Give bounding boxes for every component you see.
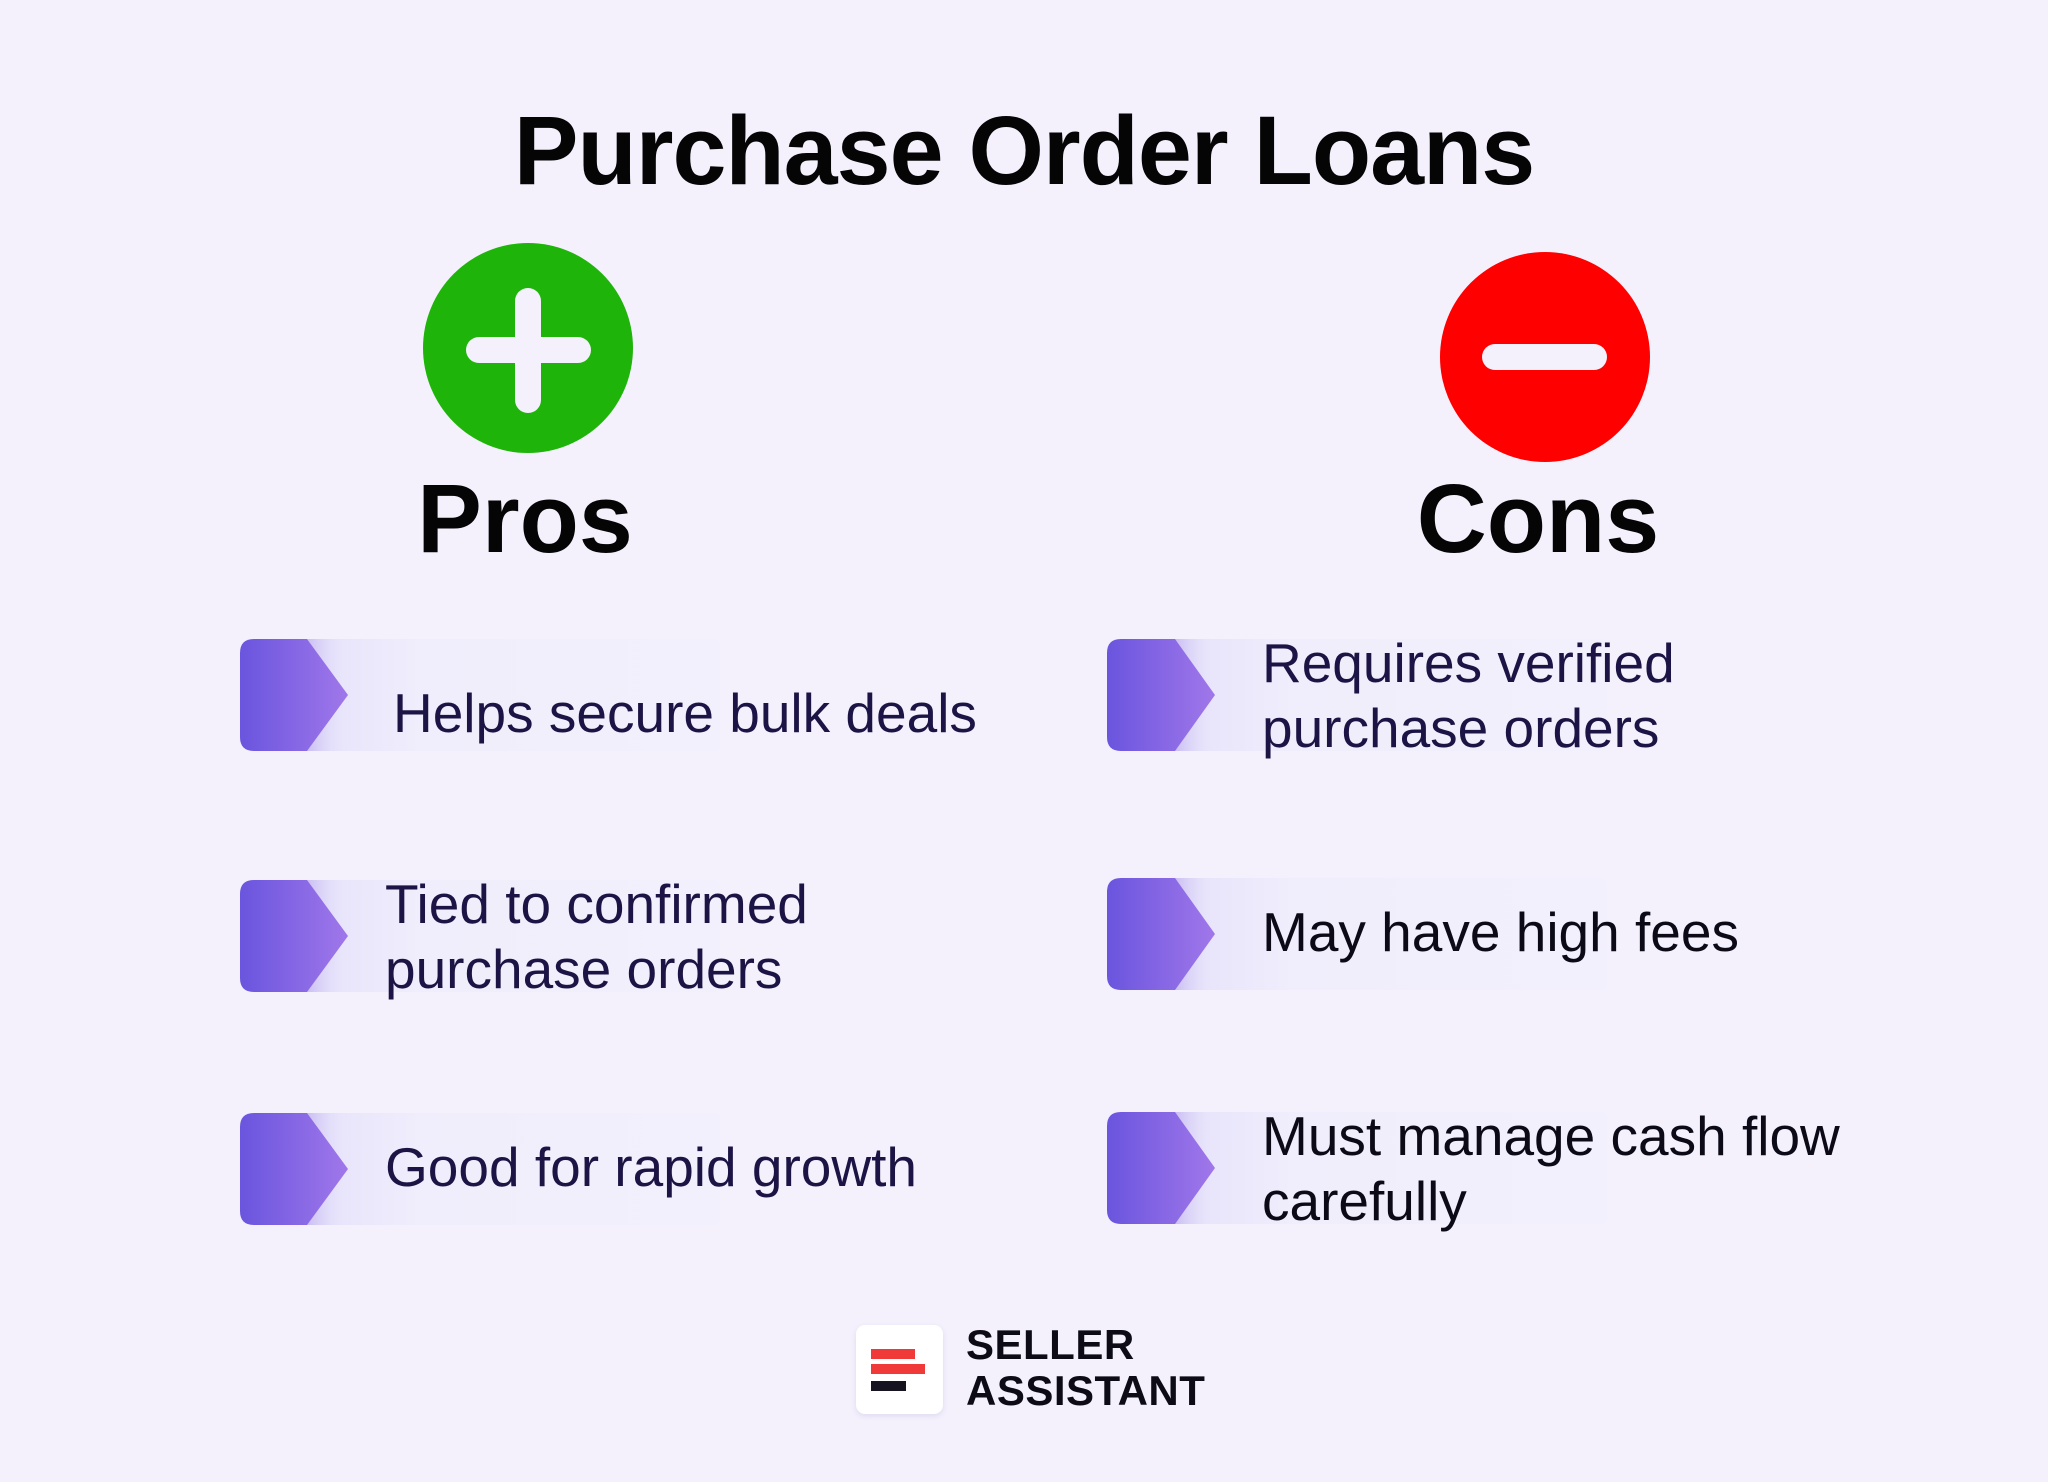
seller-assistant-logo-icon [856, 1325, 943, 1414]
cons-list-item: May have high fees [1107, 878, 1907, 990]
brand-line-2: ASSISTANT [966, 1367, 1206, 1414]
item-text: Good for rapid growth [385, 1136, 917, 1198]
item-text-line: purchase orders [385, 938, 783, 1000]
chevron-bullet-icon [1107, 1112, 1217, 1224]
brand-name: SELLER ASSISTANT [966, 1322, 1205, 1414]
item-text: Helps secure bulk deals [393, 682, 977, 744]
logo-bar-dark-bottom [871, 1381, 906, 1391]
item-text-line: purchase orders [1262, 697, 1660, 759]
plus-circle-icon [423, 243, 633, 453]
chevron-bullet-icon [240, 880, 350, 992]
minus-circle-icon [1440, 252, 1650, 462]
item-text-line: Tied to confirmed [385, 873, 808, 935]
item-text-line: Requires verified [1262, 632, 1675, 694]
pros-list-item: Tied to confirmed purchase orders [240, 873, 1000, 1000]
chevron-bullet-icon [240, 639, 350, 751]
pros-heading: Pros [417, 464, 633, 573]
item-highlight-band [300, 639, 720, 751]
item-highlight-band [1167, 1112, 1607, 1224]
item-highlight-band [300, 880, 720, 992]
cons-list-item: Requires verified purchase orders [1107, 632, 1907, 759]
chevron-bullet-icon [240, 1113, 350, 1225]
brand-line-1: SELLER [966, 1321, 1135, 1368]
logo-bar-red-top [871, 1349, 915, 1359]
logo-bar-red-middle [871, 1364, 925, 1374]
item-highlight-band [1167, 639, 1607, 751]
pros-list-item: Good for rapid growth [240, 1113, 1000, 1225]
item-highlight-band [1167, 878, 1607, 990]
page-title: Purchase Order Loans [513, 96, 1535, 205]
item-text-line: carefully [1262, 1170, 1467, 1232]
pros-list-item: Helps secure bulk deals [240, 639, 1000, 751]
chevron-bullet-icon [1107, 878, 1217, 990]
chevron-bullet-icon [1107, 639, 1217, 751]
cons-list-item: Must manage cash flow carefully [1107, 1105, 1907, 1232]
item-text-line: Must manage cash flow [1262, 1105, 1840, 1167]
cons-heading: Cons [1416, 464, 1660, 573]
item-text: May have high fees [1262, 901, 1739, 963]
item-highlight-band [300, 1113, 720, 1225]
